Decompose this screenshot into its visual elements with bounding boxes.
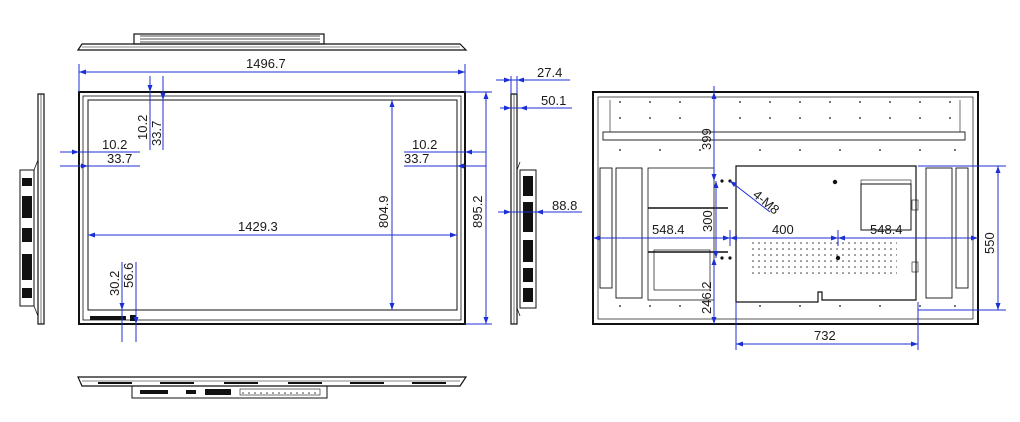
right-side-view (510, 93, 537, 325)
label-bezel-right-1: 10.2 (412, 137, 437, 152)
label-rear-width: 732 (814, 328, 836, 343)
label-bezel-left-1: 10.2 (102, 137, 127, 152)
label-depth-max: 27.4 (537, 65, 562, 80)
label-bezel-right-2: 33.7 (404, 151, 429, 166)
dimension-lines (60, 64, 1006, 350)
label-side-depth: 88.8 (552, 198, 577, 213)
bottom-view (77, 376, 468, 399)
label-vesa-top: 399 (699, 128, 714, 150)
label-mount-holes: 4-M8 (750, 187, 782, 218)
label-bottom-1: 30.2 (107, 271, 122, 296)
label-active-height: 804.9 (376, 195, 391, 228)
dimension-labels: 1496.7 27.4 50.1 10.2 33.7 10.2 33.7 10.… (102, 56, 997, 343)
left-side-view (19, 93, 45, 325)
label-left-offset: 548.4 (652, 222, 685, 237)
label-bezel-left-2: 33.7 (107, 151, 132, 166)
label-vesa-h: 400 (772, 222, 794, 237)
label-overall-width: 1496.7 (246, 56, 286, 71)
label-active-width: 1429.3 (238, 219, 278, 234)
label-depth-body: 50.1 (541, 93, 566, 108)
label-bezel-top-2: 33.7 (149, 121, 164, 146)
front-view (78, 91, 466, 325)
rear-view (592, 91, 979, 325)
label-bottom-2: 56.6 (121, 263, 136, 288)
label-right-offset: 548.4 (870, 222, 903, 237)
label-overall-height: 895.2 (470, 195, 485, 228)
label-vesa-v: 300 (700, 210, 715, 232)
label-rear-height: 550 (982, 232, 997, 254)
top-view (76, 33, 468, 51)
label-bezel-top-1: 10.2 (135, 115, 150, 140)
label-bottom-offset: 246.2 (699, 281, 714, 314)
